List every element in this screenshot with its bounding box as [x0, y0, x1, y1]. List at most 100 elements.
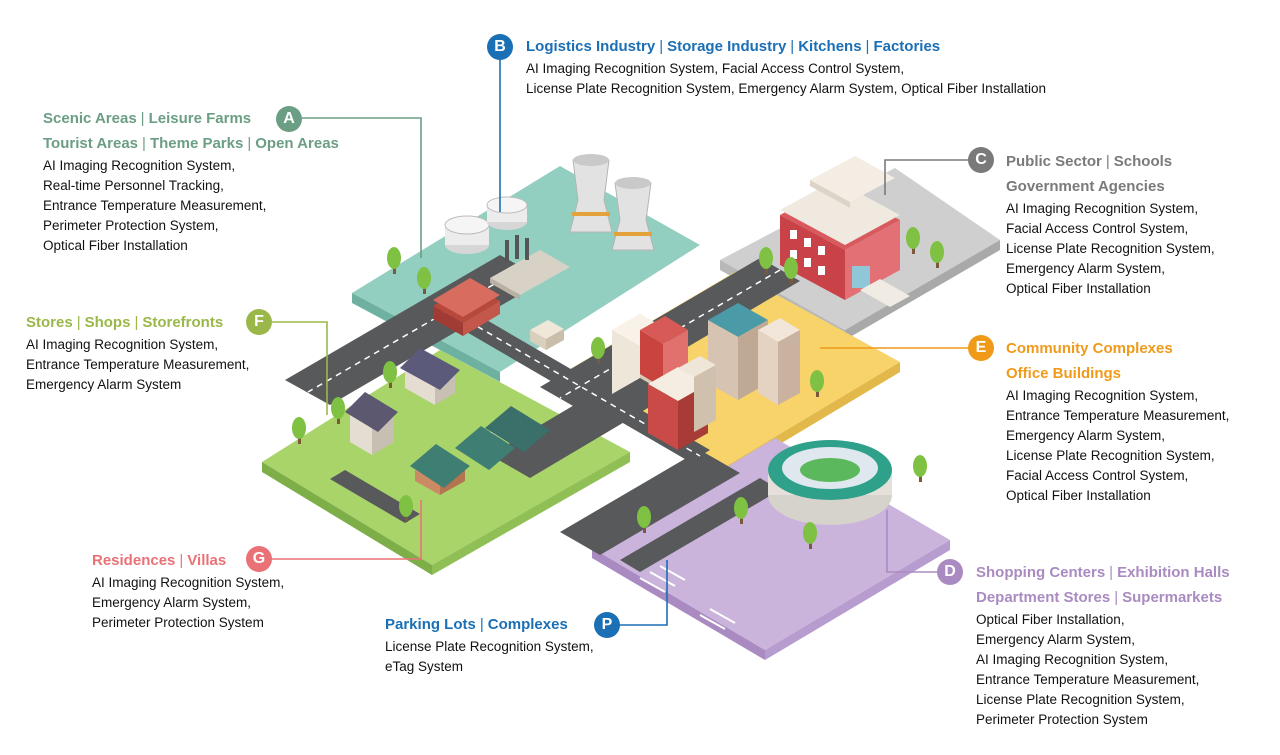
- category-name: Theme Parks: [149, 135, 244, 152]
- category-name: Stores: [26, 314, 73, 331]
- badge-g-letter: G: [252, 550, 266, 567]
- badge-e-letter: E: [975, 339, 987, 356]
- category-name: Shops: [84, 314, 131, 331]
- system-item: Perimeter Protection System: [976, 712, 1148, 727]
- system-item: eTag System: [385, 659, 464, 674]
- separator: |: [865, 38, 870, 55]
- system-item: Facial Access Control System,: [1006, 221, 1189, 236]
- system-item: Optical Fiber Installation: [1006, 281, 1151, 296]
- badge-g: G: [246, 546, 272, 572]
- category-name: Shopping Centers: [976, 564, 1106, 581]
- houses: [345, 348, 550, 495]
- category-heading: Public Sector|Schools: [1006, 149, 1215, 174]
- category-name: Logistics Industry: [526, 38, 656, 55]
- category-heading: Parking Lots|Complexes: [385, 612, 594, 637]
- system-item: Emergency Alarm System,: [1006, 428, 1166, 443]
- system-item: Entrance Temperature Measurement,: [26, 357, 250, 372]
- separator: |: [1109, 564, 1114, 581]
- category-name: Kitchens: [798, 38, 862, 55]
- badge-p: P: [594, 612, 620, 638]
- system-item: Entrance Temperature Measurement,: [1006, 408, 1230, 423]
- category-name: Storefronts: [142, 314, 224, 331]
- category-name: Storage Industry: [667, 38, 787, 55]
- badge-d-letter: D: [944, 563, 956, 580]
- system-item: Entrance Temperature Measurement,: [976, 672, 1200, 687]
- system-item: Emergency Alarm System,: [976, 632, 1136, 647]
- leader-line-g: [270, 500, 422, 560]
- system-item: Facial Access Control System,: [1006, 468, 1189, 483]
- category-heading: Residences|Villas: [92, 548, 284, 573]
- badge-p-letter: P: [601, 616, 613, 633]
- badge-b: B: [487, 34, 513, 60]
- system-item: Emergency Alarm System: [26, 377, 182, 392]
- badge-c: C: [968, 147, 994, 173]
- industrial-zone: [433, 154, 655, 350]
- leader-line-d: [886, 510, 937, 573]
- separator: |: [1105, 153, 1110, 170]
- separator: |: [142, 135, 146, 152]
- system-item: Optical Fiber Installation,: [976, 612, 1125, 627]
- label-b: Logistics Industry|Storage Industry|Kitc…: [526, 34, 1046, 99]
- system-item: AI Imaging Recognition System,: [1006, 201, 1199, 216]
- category-heading: Office Buildings: [1006, 361, 1229, 386]
- category-name: Public Sector: [1006, 153, 1102, 170]
- system-item: AI Imaging Recognition System,: [92, 575, 285, 590]
- category-name: Complexes: [487, 616, 568, 633]
- system-list: AI Imaging Recognition System,Real-time …: [43, 156, 339, 256]
- system-item: AI Imaging Recognition System,: [1006, 388, 1199, 403]
- system-list: AI Imaging Recognition System, Facial Ac…: [526, 59, 1046, 99]
- system-list: AI Imaging Recognition System,Emergency …: [92, 573, 284, 633]
- system-item: Real-time Personnel Tracking,: [43, 178, 224, 193]
- system-item: AI Imaging Recognition System, Facial Ac…: [526, 61, 905, 76]
- category-name: Exhibition Halls: [1117, 564, 1230, 581]
- badge-e: E: [968, 335, 994, 361]
- system-list: AI Imaging Recognition System, Entrance T…: [26, 335, 249, 395]
- system-item: License Plate Recognition System,: [976, 692, 1185, 707]
- system-item: License Plate Recognition System,: [1006, 448, 1215, 463]
- separator: |: [790, 38, 795, 55]
- separator: |: [479, 616, 484, 633]
- category-name: Office Buildings: [1006, 365, 1122, 382]
- system-list: AI Imaging Recognition System, Facial Acc…: [1006, 199, 1215, 299]
- system-list: AI Imaging Recognition System, Entrance T…: [1006, 386, 1229, 506]
- category-name: Villas: [187, 552, 227, 569]
- category-name: Tourist Areas: [43, 135, 139, 152]
- leader-line-c: [884, 159, 970, 195]
- category-heading: Logistics Industry|Storage Industry|Kitc…: [526, 34, 1046, 59]
- parking-lines: [639, 565, 736, 630]
- category-heading: Tourist Areas|Theme Parks|Open Areas: [43, 131, 339, 156]
- category-name: Parking Lots: [385, 616, 476, 633]
- category-heading: Government Agencies: [1006, 174, 1215, 199]
- category-name: Scenic Areas: [43, 110, 137, 127]
- leader-line-f: [272, 321, 328, 415]
- badge-f: F: [246, 309, 272, 335]
- category-heading: Shopping Centers|Exhibition Halls: [976, 560, 1230, 585]
- badge-c-letter: C: [975, 151, 987, 168]
- system-item: AI Imaging Recognition System,: [26, 337, 219, 352]
- badge-d: D: [937, 559, 963, 585]
- system-item: License Plate Recognition System, Emerge…: [526, 81, 1046, 96]
- stadium: [768, 440, 892, 525]
- system-item: Perimeter Protection System: [92, 615, 264, 630]
- category-name: Supermarkets: [1122, 589, 1223, 606]
- separator: |: [179, 552, 184, 569]
- category-name: Factories: [873, 38, 941, 55]
- category-heading: Scenic Areas|Leisure Farms: [43, 106, 339, 131]
- system-item: License Plate Recognition System,: [385, 639, 594, 654]
- separator: |: [140, 110, 145, 127]
- system-item: Optical Fiber Installation: [1006, 488, 1151, 503]
- system-item: Emergency Alarm System,: [1006, 261, 1166, 276]
- separator: |: [659, 38, 664, 55]
- category-name: Residences: [92, 552, 176, 569]
- category-name: Leisure Farms: [148, 110, 252, 127]
- separator: |: [76, 314, 81, 331]
- badge-a: A: [276, 106, 302, 132]
